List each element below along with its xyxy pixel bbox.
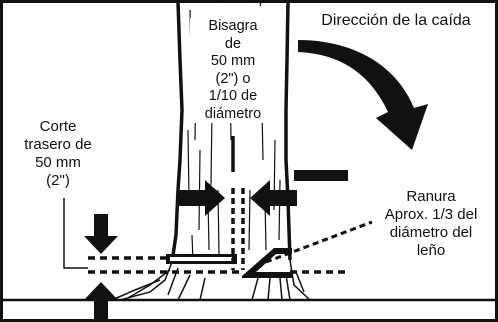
notch-label: Ranura Aprox. 1/3 del diámetro del leño: [384, 188, 478, 259]
hinge-arrow-right-icon: [250, 180, 297, 216]
tree-roots: [111, 259, 311, 301]
notch-cut: [242, 248, 292, 278]
back-cut-bracket: [63, 198, 88, 269]
notch-pointer-line: [265, 220, 373, 264]
hinge-label: Bisagra de 50 mm (2") o 1/10 de diámetro: [190, 18, 276, 123]
top-cut-label: Corte superior: [190, 0, 310, 9]
fall-direction-label: Dirección de la caída: [321, 12, 471, 29]
notch-top-marker: [294, 170, 348, 181]
hinge-arrow-left-icon: [178, 180, 225, 216]
back-cut-arrow-up-icon: [84, 282, 118, 322]
back-cut-label: Corte trasero de 50 mm (2"): [24, 118, 92, 189]
fall-direction-arrow-icon: [298, 40, 428, 150]
back-cut-arrow-down-icon: [84, 214, 118, 254]
